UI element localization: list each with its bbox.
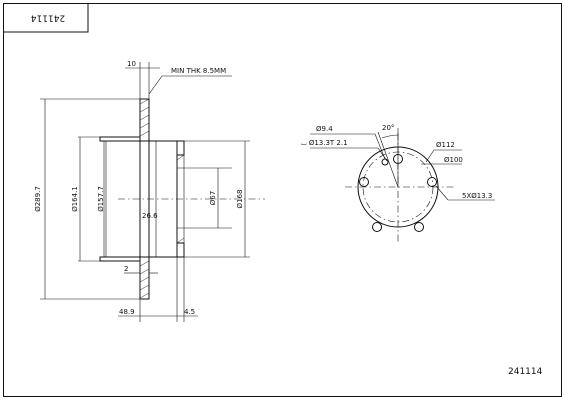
small-hole <box>381 158 389 166</box>
dim-hub-bore: Ø67 <box>209 191 217 205</box>
bolt-holes <box>359 154 437 232</box>
dim-pcd-inner: Ø100 <box>444 156 463 164</box>
dim-small-hole: Ø9.4 <box>316 125 333 133</box>
dim-thickness: 10 <box>127 60 136 68</box>
hat-wall-bottom <box>99 256 140 262</box>
dim-hub-diameter: Ø168 <box>236 190 244 209</box>
front-view: 20° Ø9.4 ⌴ Ø13.3T 2.1 Ø112 Ø100 5XØ13.3 <box>301 124 495 242</box>
dim-wall: 2 <box>124 265 128 273</box>
part-number: 241114 <box>508 367 543 377</box>
side-section-view: Ø289.7 Ø164.1 Ø157.7 Ø67 Ø168 10 MIN THK… <box>34 60 265 322</box>
min-thickness-note: MIN THK 8.5MM <box>171 67 226 75</box>
dim-offset: 4.5 <box>184 308 195 316</box>
hub-flange <box>177 140 185 156</box>
dim-outer-diameter: Ø289.7 <box>34 186 42 212</box>
corner-code: 241114 <box>31 13 66 23</box>
hat-wall-top <box>99 136 140 142</box>
hub-face-hatch <box>176 154 185 244</box>
dim-counterbore: ⌴ Ø13.3T 2.1 <box>301 139 348 147</box>
dim-total-height: 48.9 <box>119 308 135 316</box>
corner-code-box: 241114 <box>3 3 89 33</box>
dim-pcd-outer: Ø112 <box>436 141 455 149</box>
bolt-hole <box>427 177 437 187</box>
dim-inner-diameter-1: Ø164.1 <box>71 186 79 212</box>
dim-hat-height: 26.6 <box>142 212 158 220</box>
dim-angle: 20° <box>382 124 394 132</box>
ring-hatching <box>139 98 150 299</box>
dim-inner-diameter-2: Ø157.7 <box>97 186 105 212</box>
dim-bolt-holes: 5XØ13.3 <box>462 192 492 200</box>
drawing-border <box>3 3 562 397</box>
bolt-hole <box>414 222 424 232</box>
bolt-hole <box>372 222 382 232</box>
bolt-hole <box>359 177 369 187</box>
